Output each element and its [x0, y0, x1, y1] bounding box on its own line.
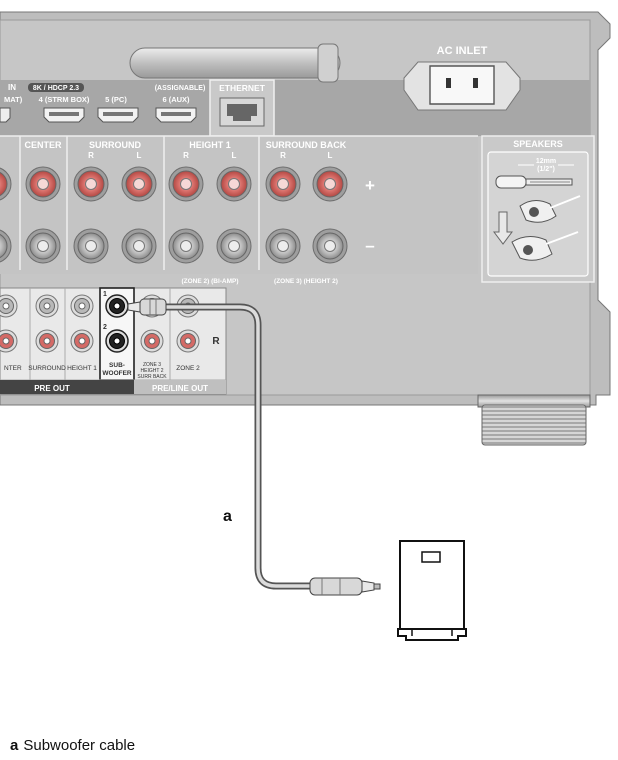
cable-letter-label: a — [223, 508, 232, 525]
speaker-terminal-black-2 — [73, 228, 109, 264]
hdmi-port-partial — [0, 107, 11, 123]
zone3-label-line2: HEIGHT 2 — [141, 368, 164, 374]
caption-letter: a — [10, 737, 19, 754]
surround-back-label: SURROUND BACK — [266, 140, 347, 150]
zone3-height2-label: (ZONE 3) (HEIGHT 2) — [274, 278, 338, 285]
surround-l-label: L — [137, 151, 142, 160]
strip-length-inch-label: (1/2") — [537, 166, 555, 173]
subwoofer-panel-icon — [421, 551, 441, 563]
ac-inlet: AC INLET — [403, 45, 521, 111]
ac-inlet-pin-left — [446, 78, 451, 88]
pre-line-out-label: PRE/LINE OUT — [152, 384, 208, 393]
hdmi-in-label: IN — [8, 83, 16, 92]
subwoofer-2-label: 2 — [103, 324, 107, 331]
speaker-terminal-black-7 — [312, 228, 348, 264]
surround-back-l-label: L — [328, 151, 333, 160]
rca-jack-2-1 — [70, 329, 94, 353]
zone2-biamp-label: (ZONE 2) (BI-AMP) — [181, 278, 238, 285]
ethernet-label: ETHERNET — [219, 83, 266, 93]
hdmi-port-6 — [155, 107, 197, 123]
caption-text: Subwoofer cable — [23, 737, 136, 754]
height1-r-label: R — [183, 151, 189, 160]
rca-plug-subwoofer-end — [309, 577, 381, 596]
height1-label: HEIGHT 1 — [189, 140, 231, 150]
speaker-terminal-black-1 — [25, 228, 61, 264]
speaker-terminal-black-5 — [216, 228, 252, 264]
antenna — [129, 43, 341, 83]
subwoofer-2-jack — [105, 329, 129, 353]
strip-length-label: 12mm — [536, 158, 556, 165]
rca-plug-receiver-end — [127, 298, 167, 316]
subwoofer-cable — [127, 298, 381, 596]
ethernet-section: ETHERNET — [209, 79, 275, 137]
speaker-terminal-red-3 — [121, 166, 157, 202]
center-label: CENTER — [24, 140, 62, 150]
zone2-label: ZONE 2 — [176, 365, 200, 372]
rca-jack-4-1 — [176, 329, 200, 353]
pre-out-label: PRE OUT — [34, 384, 70, 393]
speaker-terminal-black-0 — [0, 229, 12, 263]
surround-label: SURROUND — [89, 140, 142, 150]
plus-sign: + — [365, 176, 375, 195]
rca-jack-3-1 — [140, 329, 164, 353]
hdmi-in-section: IN 8K / HDCP 2.3 (ASSIGNABLE) MAT) 4 (ST… — [0, 83, 206, 123]
subwoofer-1-label: 1 — [103, 291, 107, 298]
speaker-terminal-red-5 — [216, 166, 252, 202]
rca-jack-0-1 — [0, 329, 18, 353]
hdmi-port-6-label: 6 (AUX) — [162, 95, 190, 104]
speakers-title: SPEAKERS — [513, 139, 563, 149]
rca-jack-1-1 — [35, 329, 59, 353]
assignable-label: (ASSIGNABLE) — [155, 85, 206, 92]
subwoofer-1-jack — [105, 294, 129, 318]
terminal-insert-icon — [511, 195, 581, 261]
stripped-wire-icon — [495, 175, 573, 189]
receiver-foot — [477, 394, 591, 446]
hdmi-port-5 — [97, 107, 139, 123]
rca-jack-2-0 — [70, 294, 94, 318]
speaker-terminal-black-4 — [168, 228, 204, 264]
pre-out-r-label: R — [212, 336, 220, 347]
speaker-terminal-red-7 — [312, 166, 348, 202]
rca-jack-0-0 — [0, 294, 18, 318]
pre-out-surround-label: SURROUND — [28, 365, 66, 372]
speaker-terminal-black-6 — [265, 228, 301, 264]
subwoofer-label-line2: WOOFER — [102, 370, 132, 377]
subwoofer-label-line1: SUB- — [109, 362, 125, 369]
down-arrow-icon — [493, 211, 513, 245]
surround-back-r-label: R — [280, 151, 286, 160]
rca-jack-1-0 — [35, 294, 59, 318]
height1-l-label: L — [232, 151, 237, 160]
pre-out-center-partial-label: NTER — [4, 365, 22, 372]
ac-inlet-label: AC INLET — [437, 45, 488, 57]
surround-r-label: R — [88, 151, 94, 160]
speaker-terminal-red-6 — [265, 166, 301, 202]
minus-sign: – — [365, 236, 374, 255]
speaker-terminal-black-3 — [121, 228, 157, 264]
speaker-terminal-red-1 — [25, 166, 61, 202]
speaker-terminals-section: CENTER SURROUND R L HEIGHT 1 R L SURROUN… — [0, 135, 478, 285]
subwoofer-speaker — [397, 540, 467, 641]
ac-inlet-pin-right — [473, 78, 478, 88]
speaker-terminal-red-2 — [73, 166, 109, 202]
zone3-label-line1: ZONE 3 — [143, 362, 161, 368]
speaker-terminal-red-0 — [0, 167, 12, 201]
hdmi-port-4-label: 4 (STRM BOX) — [39, 95, 90, 104]
zone3-label-line3: SURR BACK — [137, 374, 167, 380]
speaker-terminal-red-4 — [168, 166, 204, 202]
hdmi-port-5-label: 5 (PC) — [105, 95, 127, 104]
hdcp-badge: 8K / HDCP 2.3 — [33, 85, 79, 92]
pre-out-height1-label: HEIGHT 1 — [67, 365, 97, 372]
hdmi-port-partial-label: MAT) — [4, 95, 23, 104]
speakers-wiring-inset: SPEAKERS 12mm (1/2") — [481, 135, 595, 283]
hdmi-port-4 — [43, 107, 85, 123]
